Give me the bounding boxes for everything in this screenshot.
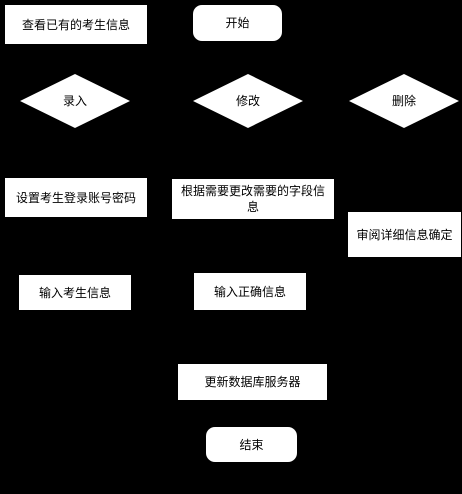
terminal-end: 结束 [206, 427, 297, 462]
decision-delete-label: 删除 [392, 93, 416, 108]
process-review: 审阅详细信息确定 [348, 212, 461, 257]
decision-enter-shape [20, 74, 130, 128]
process-view-info: 查看已有的考生信息 [5, 5, 147, 44]
terminal-start: 开始 [193, 5, 282, 41]
decision-enter-label: 录入 [63, 94, 87, 108]
process-input-info: 输入考生信息 [19, 275, 131, 310]
decision-modify-shape [193, 74, 303, 128]
decision-modify-label: 修改 [236, 93, 260, 108]
process-input-correct: 输入正确信息 [194, 273, 306, 310]
process-modify-fields: 根据需要更改需要的字段信息 [172, 179, 334, 219]
process-set-account: 设置考生登录账号密码 [5, 178, 147, 217]
decision-delete-shape [349, 74, 459, 128]
process-update-db: 更新数据库服务器 [178, 364, 327, 400]
